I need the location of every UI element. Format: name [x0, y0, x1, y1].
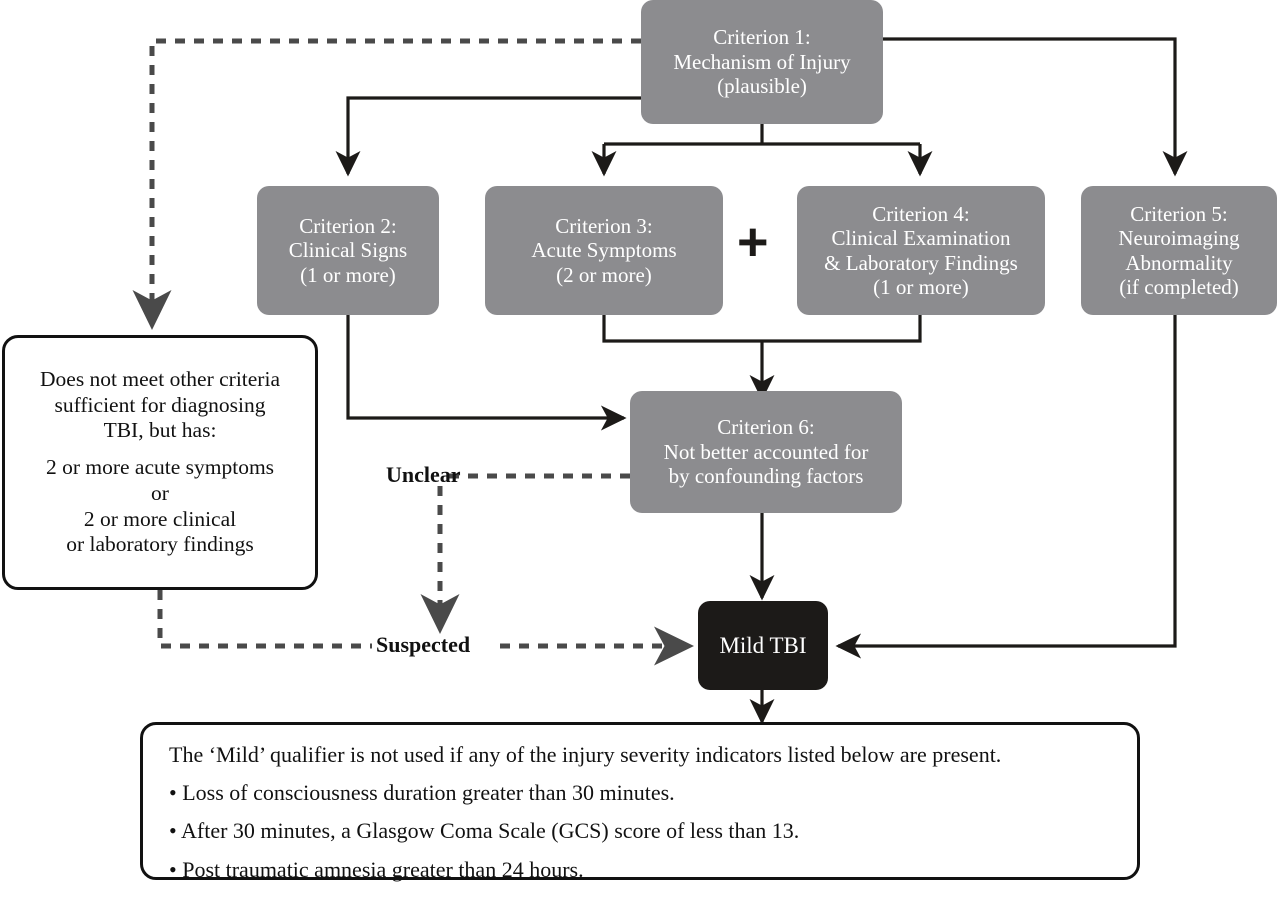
criterion-1-line-3: (plausible) [717, 74, 807, 99]
edge-label-unclear: Unclear [386, 462, 461, 487]
criterion-4-line-4: (1 or more) [873, 274, 969, 299]
criterion-2-line-3: (1 or more) [300, 262, 396, 287]
criterion-1-line-2: Mechanism of Injury [673, 49, 851, 74]
criterion-3-line-2: Acute Symptoms [531, 238, 677, 263]
edge-c2-to-c6 [346, 315, 627, 431]
mild-tbi-label: Mild TBI [719, 632, 807, 658]
edge-insufficient-to-outcome-dashed [157, 590, 372, 649]
insufficient-line-5: or [151, 480, 169, 505]
severity-note-body: The ‘Mild’ qualifier is not used if any … [143, 725, 1027, 899]
node-criterion-4[interactable]: Criterion 4: Clinical Examination & Labo… [797, 186, 1045, 315]
insufficient-line-4: 2 or more acute symptoms [45, 455, 275, 480]
node-severity-note[interactable]: The ‘Mild’ qualifier is not used if any … [140, 722, 1140, 882]
insufficient-line-3: TBI, but has: [103, 418, 217, 443]
criterion-1-line-1: Criterion 1: [713, 25, 811, 50]
criterion-6-line-3: by confounding factors [668, 464, 864, 489]
criterion-6-line-1: Criterion 6: [717, 415, 815, 440]
severity-note-bullet-3: • Post traumatic amnesia greater than 24… [169, 856, 584, 882]
plus-glyph: + [737, 212, 769, 272]
insufficient-line-2: sufficient for diagnosing [54, 392, 266, 417]
insufficient-line-1: Does not meet other criteria [40, 366, 280, 391]
criterion-6-line-2: Not better accounted for [663, 439, 869, 464]
criterion-5-line-4: (if completed) [1119, 274, 1239, 299]
criterion-5-line-3: Abnormality [1125, 250, 1233, 275]
severity-note-bullet-2: • After 30 minutes, a Glasgow Coma Scale… [169, 818, 800, 844]
severity-note-bullet-1: • Loss of consciousness duration greater… [169, 780, 675, 806]
criterion-3-line-1: Criterion 3: [555, 213, 653, 238]
node-criterion-6[interactable]: Criterion 6: Not better accounted for by… [630, 391, 902, 513]
edge-c3-merge [602, 315, 922, 343]
node-criterion-2[interactable]: Criterion 2: Clinical Signs (1 or more) [257, 186, 439, 315]
criterion-3-line-3: (2 or more) [556, 262, 652, 287]
criterion-2-line-2: Clinical Signs [288, 238, 408, 263]
node-criterion-5[interactable]: Criterion 5: Neuroimaging Abnormality (i… [1081, 186, 1277, 315]
node-criterion-1[interactable]: Criterion 1: Mechanism of Injury (plausi… [641, 0, 883, 124]
edge-c1-to-c5 [883, 37, 1188, 177]
criterion-4-line-2: Clinical Examination [831, 226, 1011, 251]
node-mild-tbi-outcome[interactable]: Mild TBI [698, 601, 828, 690]
severity-note-heading: The ‘Mild’ qualifier is not used if any … [169, 742, 1002, 767]
insufficient-line-7: or laboratory findings [66, 532, 254, 557]
insufficient-line-6: 2 or more clinical [83, 506, 237, 531]
edge-c5-to-outcome [835, 315, 1177, 659]
criterion-5-line-1: Criterion 5: [1130, 201, 1228, 226]
edge-label-suspected: Suspected [376, 632, 471, 657]
criterion-2-line-1: Criterion 2: [299, 213, 397, 238]
criterion-4-line-1: Criterion 4: [872, 201, 970, 226]
insufficient-spacer [15, 444, 305, 455]
criterion-4-line-3: & Laboratory Findings [824, 250, 1018, 275]
edge-c1-to-c2 [335, 96, 641, 177]
criterion-5-line-2: Neuroimaging [1118, 226, 1240, 251]
node-insufficient-criteria[interactable]: Does not meet other criteria sufficient … [2, 335, 318, 590]
node-criterion-3[interactable]: Criterion 3: Acute Symptoms (2 or more) [485, 186, 723, 315]
plus-icon: + [737, 215, 769, 269]
